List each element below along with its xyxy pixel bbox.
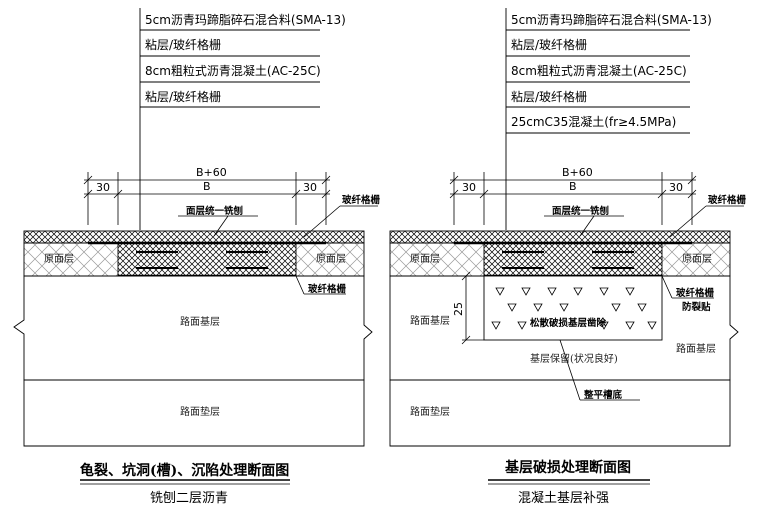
left-dim-right: 30: [303, 181, 317, 194]
right-cushion-label: 路面垫层: [410, 405, 450, 418]
left-caption-sub: 铣刨二层沥青: [150, 491, 228, 506]
left-patch: [117, 242, 297, 277]
right-note-grid-lower-2: 防裂贴: [682, 301, 711, 313]
right-layer-3: 8cm粗粒式沥青混凝土(AC-25C): [511, 63, 687, 78]
left-layer-3: 8cm粗粒式沥青混凝土(AC-25C): [145, 63, 321, 78]
left-cushion-layer: [23, 379, 365, 447]
left-layer-4: 粘层/玻纤格栅: [145, 89, 221, 104]
right-dimensions: [449, 172, 697, 225]
left-note-grid-lower: 玻纤格栅: [308, 283, 347, 295]
right-note-milling: 面层统一铣刨: [552, 205, 609, 217]
right-patch: [483, 242, 663, 277]
left-note-milling: 面层统一铣刨: [186, 205, 243, 217]
left-dim-total: B+60: [196, 166, 227, 179]
right-note-keep: 基层保留(状况良好): [530, 352, 618, 365]
left-section: 5cm沥青玛蹄脂碎石混合料(SMA-13) 粘层/玻纤格栅 8cm粗粒式沥青混凝…: [13, 8, 381, 506]
right-caption-sub: 混凝土基层补强: [518, 490, 609, 506]
left-dimensions: [83, 172, 331, 225]
left-dim-mid: B: [203, 180, 211, 193]
left-note-grid-right: 玻纤格栅: [342, 194, 381, 206]
left-orig-left-label: 原面层: [44, 253, 74, 265]
right-dim-mid: B: [569, 180, 577, 193]
right-layer-4: 粘层/玻纤格栅: [511, 89, 587, 104]
left-top-layer: [23, 230, 365, 244]
right-dim-depth: 25: [452, 302, 465, 316]
right-note-remove: 松散破损基层凿除: [530, 317, 607, 329]
right-layer-1: 5cm沥青玛蹄脂碎石混合料(SMA-13): [511, 12, 712, 27]
right-note-grid-right: 玻纤格栅: [708, 194, 747, 206]
right-caption-main: 基层破损处理断面图: [505, 459, 631, 476]
right-layer-list: 5cm沥青玛蹄脂碎石混合料(SMA-13) 粘层/玻纤格栅 8cm粗粒式沥青混凝…: [506, 12, 712, 134]
right-orig-left-label: 原面层: [410, 253, 440, 265]
right-dim-total: B+60: [562, 166, 593, 179]
left-orig-right-label: 原面层: [316, 253, 346, 265]
right-dim-left: 30: [462, 181, 476, 194]
left-caption-main: 龟裂、坑洞(槽)、沉陷处理断面图: [80, 462, 289, 479]
right-note-grid-lower-1: 玻纤格栅: [676, 287, 715, 299]
right-note-level: 整平槽底: [583, 389, 623, 401]
left-cushion-label: 路面垫层: [180, 405, 220, 418]
left-layer-2: 粘层/玻纤格栅: [145, 37, 221, 52]
right-dim-right: 30: [669, 181, 683, 194]
left-base-label: 路面基层: [180, 315, 220, 328]
left-layer-1: 5cm沥青玛蹄脂碎石混合料(SMA-13): [145, 12, 346, 27]
right-layer-2: 粘层/玻纤格栅: [511, 37, 587, 52]
right-top-layer: [389, 230, 731, 244]
concrete-triangles: [491, 287, 657, 330]
right-cushion-layer: [389, 379, 731, 447]
left-dim-left: 30: [96, 181, 110, 194]
left-layer-list: 5cm沥青玛蹄脂碎石混合料(SMA-13) 粘层/玻纤格栅 8cm粗粒式沥青混凝…: [140, 12, 346, 108]
right-base-left-label: 路面基层: [410, 314, 450, 327]
right-base-right-label: 路面基层: [676, 342, 716, 355]
right-orig-right-label: 原面层: [682, 253, 712, 265]
right-layer-5: 25cmC35混凝土(fr≥4.5MPa): [511, 114, 676, 129]
right-section: 5cm沥青玛蹄脂碎石混合料(SMA-13) 粘层/玻纤格栅 8cm粗粒式沥青混凝…: [389, 8, 747, 506]
